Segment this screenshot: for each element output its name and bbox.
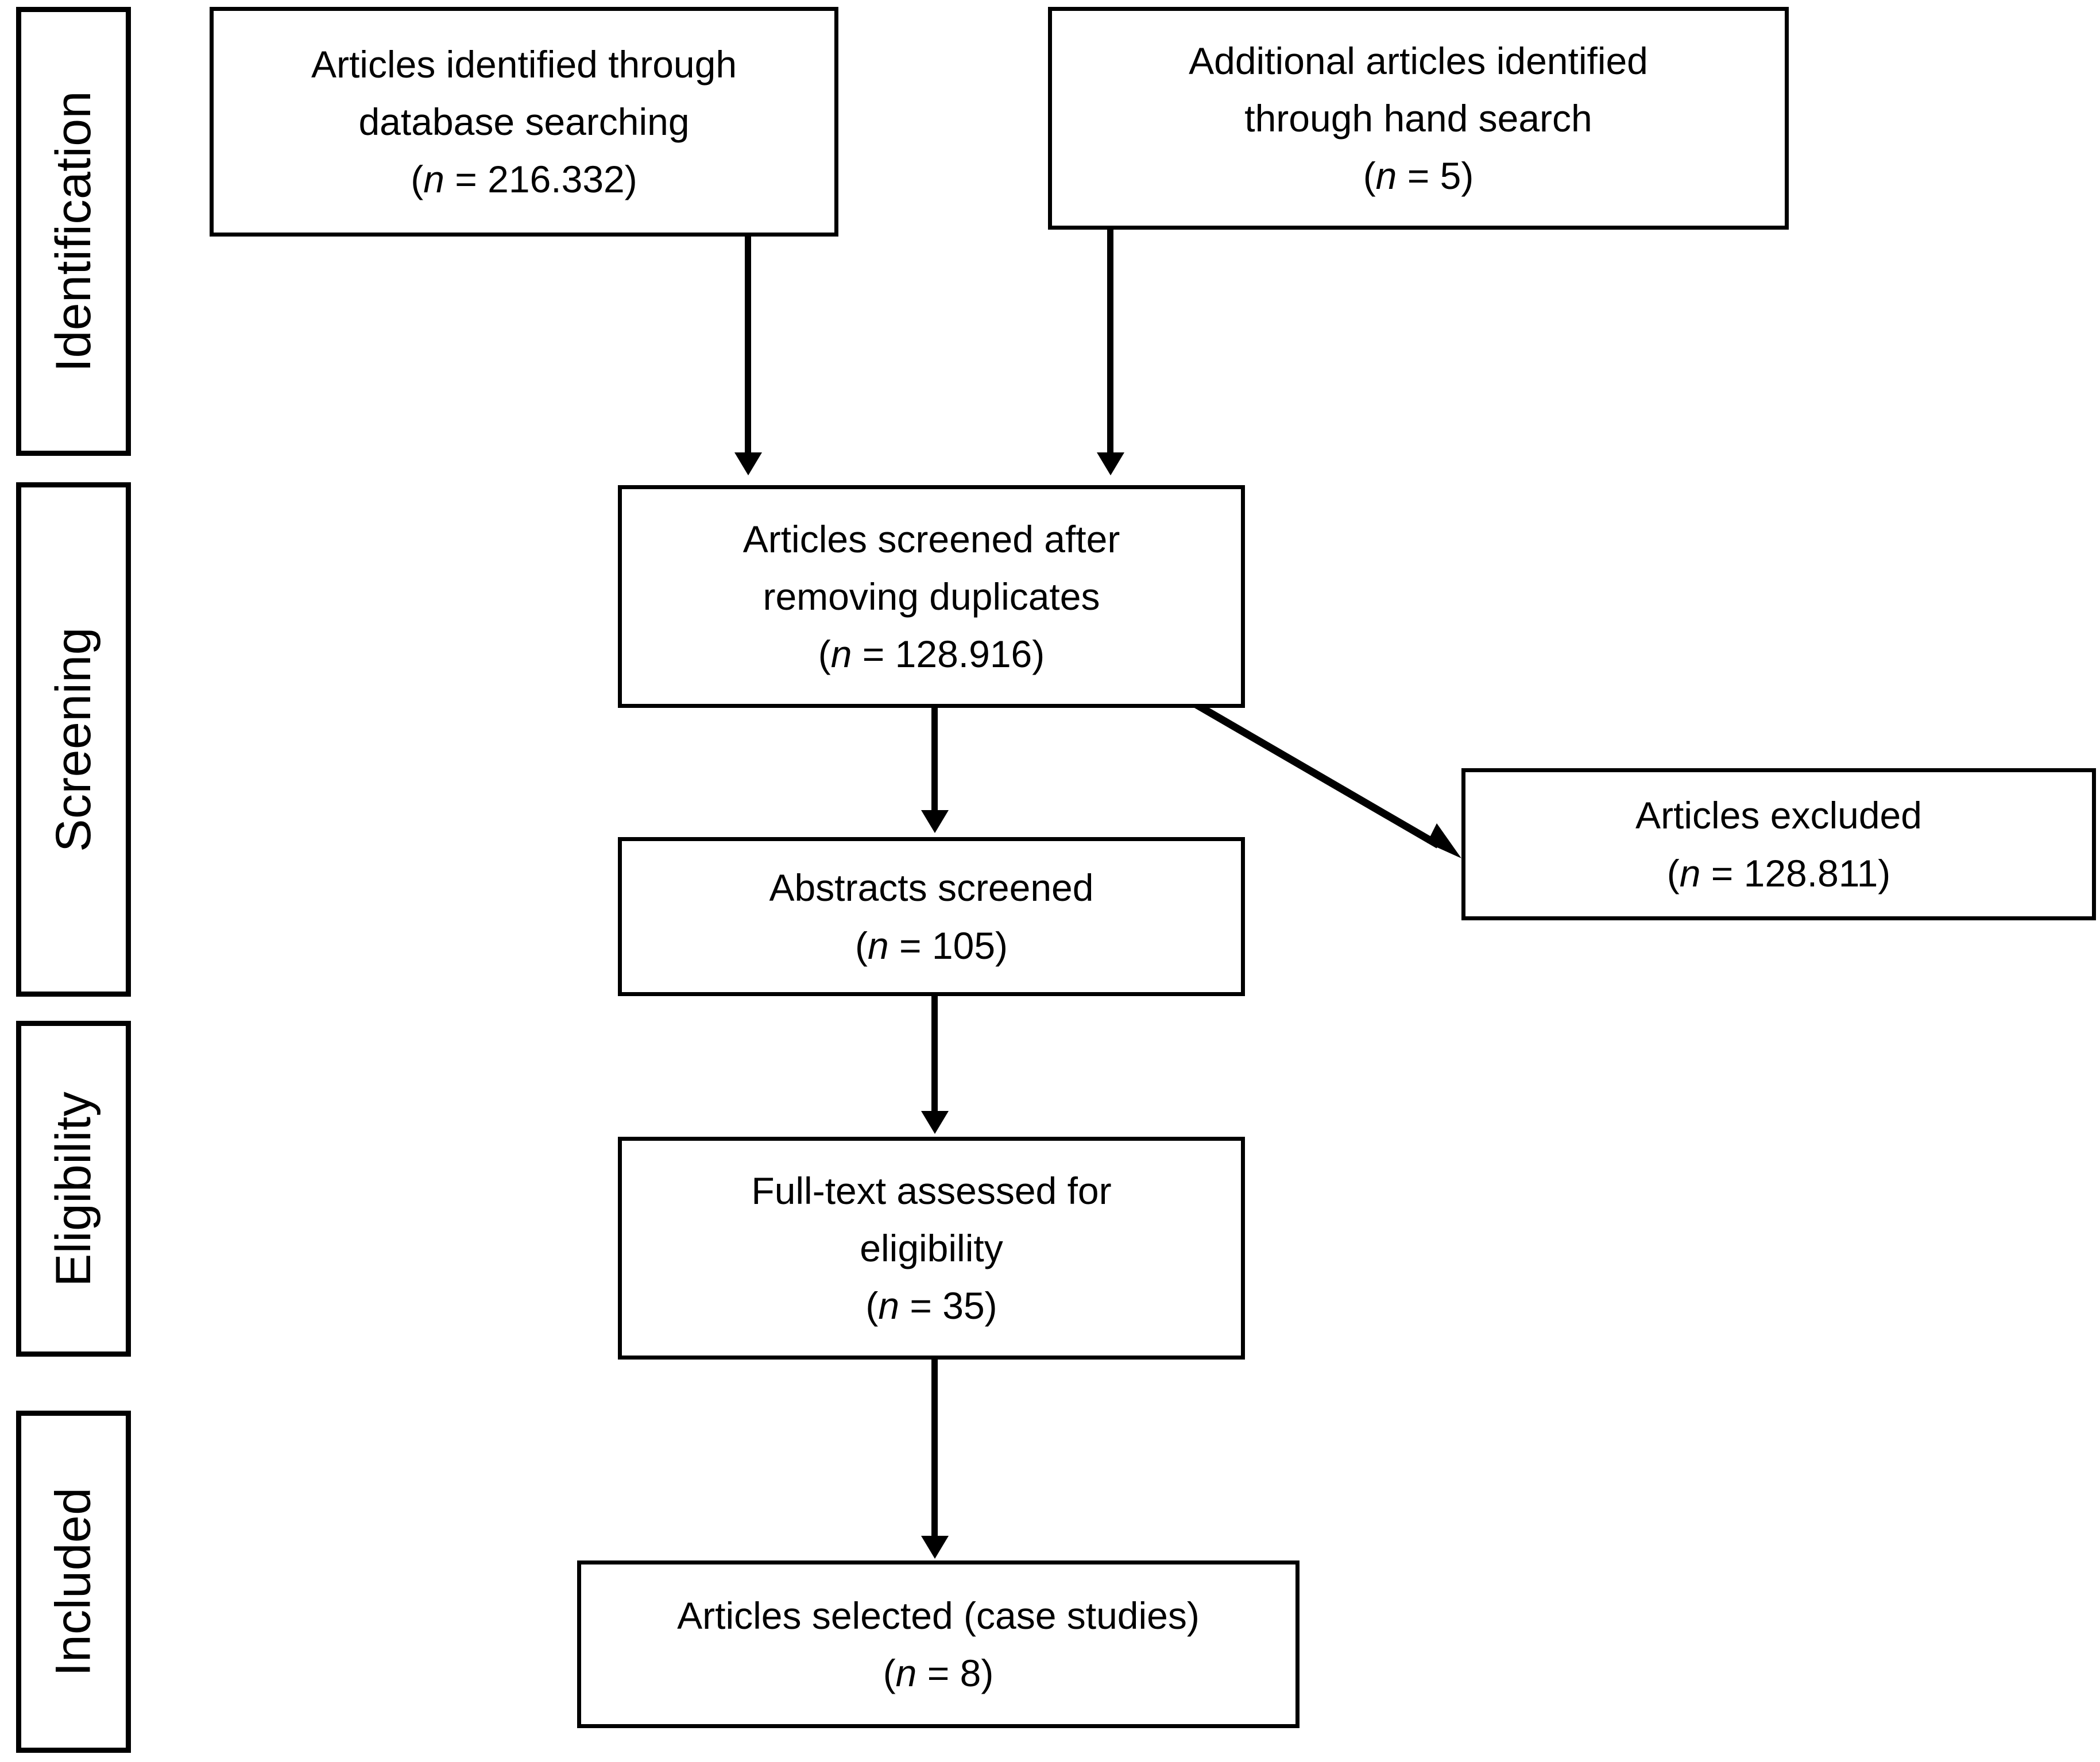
count-value: = 5) [1397,154,1474,198]
n-symbol: n [423,158,444,201]
box-excluded-line1: Articles excluded [1635,794,1922,837]
connector-fulltext-to-selected [931,1358,938,1536]
connector-database-to-screened [745,235,751,452]
box-fulltext-line1: Full-text assessed for [751,1169,1112,1212]
box-articles-selected: Articles selected (case studies) (n = 8) [577,1560,1300,1728]
n-symbol: n [1679,851,1701,894]
box-screened-after-duplicates: Articles screened after removing duplica… [618,485,1245,708]
diagonal-connector-line [1182,694,1441,849]
connector-hand-to-screened [1107,230,1113,452]
paren-open: ( [818,633,831,676]
count-value: = 128.916) [852,633,1045,676]
stage-label-included: Included [46,1487,101,1676]
count-value: = 35) [899,1284,997,1327]
box-database-search-line2: database searching [358,100,690,143]
arrow-head-screened-to-abstracts [921,810,949,833]
connector-screened-to-abstracts [931,708,938,810]
paren-open: ( [1666,851,1680,894]
count-value: = 105) [888,924,1008,967]
count-value: = 216.332) [444,158,637,201]
box-database-search-line1: Articles identified through [311,42,737,86]
n-symbol: n [867,924,889,967]
stage-box-eligibility: Eligibility [16,1021,131,1357]
box-screened-line1: Articles screened after [742,517,1120,560]
arrow-head-database-to-screened [734,452,762,475]
stage-box-included: Included [16,1411,131,1753]
box-selected-line1: Articles selected (case studies) [677,1594,1200,1637]
box-fulltext-assessed: Full-text assessed for eligibility (n = … [618,1137,1245,1360]
stage-label-identification: Identification [46,91,101,372]
box-database-search: Articles identified through database sea… [210,7,838,237]
n-symbol: n [895,1652,917,1694]
box-hand-search-count: (n = 5) [1363,147,1474,204]
box-abstracts-screened: Abstracts screened (n = 105) [618,837,1245,996]
box-database-search-count: (n = 216.332) [411,150,637,208]
box-hand-search: Additional articles identified through h… [1048,7,1789,230]
stage-label-eligibility: Eligibility [46,1091,101,1287]
box-articles-excluded: Articles excluded (n = 128.811) [1461,768,2096,920]
n-symbol: n [1375,154,1397,198]
box-fulltext-line2: eligibility [860,1226,1003,1269]
box-hand-search-line1: Additional articles identified [1189,39,1648,82]
paren-open: ( [854,924,868,967]
paren-open: ( [865,1284,879,1327]
arrow-head-hand-to-screened [1097,452,1124,475]
count-value: = 8) [916,1652,994,1694]
n-symbol: n [878,1284,900,1327]
box-abstracts-count: (n = 105) [855,917,1008,974]
paren-open: ( [1363,154,1376,198]
box-screened-line2: removing duplicates [763,575,1100,618]
box-screened-count: (n = 128.916) [818,625,1045,683]
count-value: = 128.811) [1700,851,1891,894]
arrow-head-fulltext-to-selected [921,1536,949,1559]
box-abstracts-line1: Abstracts screened [769,866,1094,909]
n-symbol: n [830,633,852,676]
stage-box-identification: Identification [16,7,131,456]
box-selected-count: (n = 8) [883,1644,994,1702]
arrow-head-abstracts-to-fulltext [921,1111,949,1134]
arrow-head-screened-to-excluded [1427,823,1461,858]
box-fulltext-count: (n = 35) [865,1277,997,1334]
box-hand-search-line2: through hand search [1244,96,1592,140]
paren-open: ( [411,158,424,201]
stage-label-screening: Screening [46,627,102,852]
box-excluded-count: (n = 128.811) [1667,845,1891,902]
paren-open: ( [883,1652,896,1694]
connector-abstracts-to-fulltext [931,996,938,1111]
stage-box-screening: Screening [16,482,131,997]
